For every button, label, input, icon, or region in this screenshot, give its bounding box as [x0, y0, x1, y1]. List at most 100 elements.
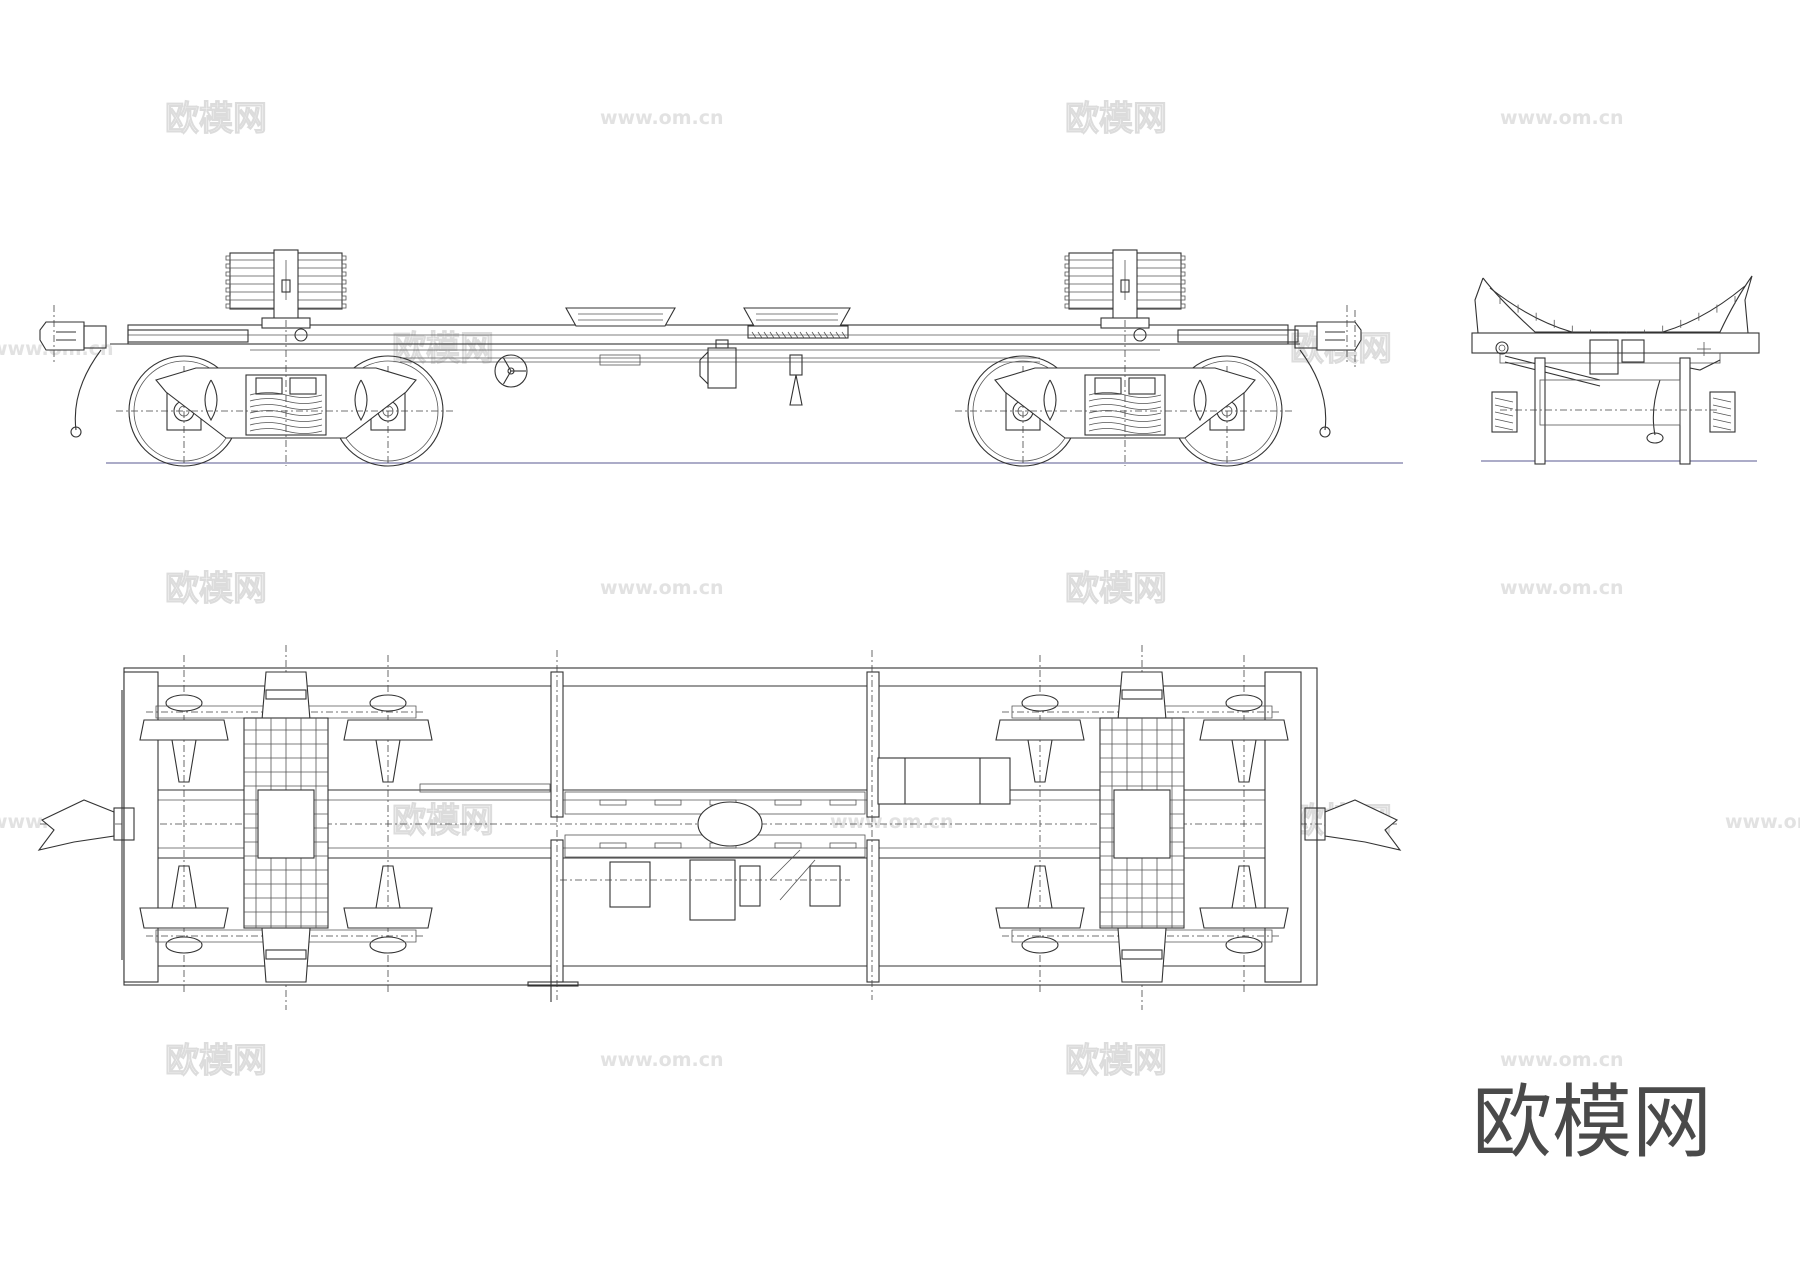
- side-frame: [955, 320, 1295, 466]
- bolt: [341, 263, 347, 269]
- wheel-hub: [171, 865, 197, 909]
- hand-brake-wheel: [494, 354, 528, 388]
- wheel-hub: [1027, 865, 1053, 909]
- axle-box-plan: [1021, 936, 1059, 954]
- axle-box-plan: [165, 936, 203, 954]
- cross-bearer: [866, 839, 880, 983]
- wheel-plan: [139, 865, 229, 954]
- spring-coil: [1494, 425, 1514, 431]
- wheel-rim: [494, 354, 528, 388]
- wedge: [1094, 377, 1122, 395]
- hose-end: [1646, 432, 1664, 444]
- bolt: [225, 295, 231, 301]
- end-beam-box: [1177, 329, 1299, 343]
- cylinder-cap: [715, 339, 729, 349]
- side-frame-plan: [155, 705, 417, 719]
- wheel-hub: [1231, 865, 1257, 909]
- axle-box-plan: [1225, 936, 1263, 954]
- wheel-tread: [343, 719, 433, 741]
- wedge: [1128, 377, 1156, 395]
- hatch: [775, 331, 781, 339]
- bolt: [225, 263, 231, 269]
- end-spring: [1709, 391, 1736, 433]
- hatch: [793, 331, 799, 339]
- bolster-end: [261, 671, 311, 721]
- axle-box-plan: [369, 694, 407, 712]
- brake-shoe: [1043, 379, 1057, 422]
- bolt: [1180, 271, 1186, 277]
- cylinder-body: [707, 347, 737, 389]
- bolster-plan: [243, 671, 329, 983]
- center-plate: [697, 801, 763, 847]
- coupler-head: [1316, 321, 1362, 351]
- end-beam-left: [123, 671, 159, 983]
- spoke: [503, 357, 512, 372]
- wheel-flange-section: [1679, 357, 1691, 465]
- end-beam-lower: [1499, 352, 1721, 364]
- lever: [779, 859, 816, 901]
- brake-valve: [1589, 339, 1619, 375]
- bolt: [1064, 295, 1070, 301]
- wheel-plan: [343, 694, 433, 783]
- coupler: [1294, 305, 1362, 438]
- spring-coil: [1712, 397, 1732, 403]
- spring-coil: [1494, 418, 1514, 424]
- weight-stack: [1064, 249, 1186, 342]
- bolt: [225, 279, 231, 285]
- bolt: [225, 255, 231, 261]
- end-beam-right: [1264, 671, 1302, 983]
- bolt: [225, 271, 231, 277]
- hopper-2: [743, 307, 851, 327]
- bolt: [1064, 255, 1070, 261]
- bolt: [225, 287, 231, 293]
- cylinder-body: [877, 757, 1011, 805]
- hatched-pad: [747, 325, 849, 339]
- watermark-url-text: www.om.cn: [1500, 107, 1624, 129]
- valve-bracket: [809, 865, 841, 907]
- end-elevation-view: [1471, 275, 1760, 465]
- center-bowl: [1113, 789, 1171, 859]
- spring-coil: [1494, 397, 1514, 403]
- air-hose: [74, 349, 102, 431]
- hand-brake-shaft: [527, 981, 579, 987]
- brake-shoe: [354, 379, 368, 422]
- watermark-logo-text: 欧模网: [1065, 1041, 1167, 1081]
- wheel-tread: [139, 907, 229, 929]
- watermark-url-text: www.om.cn: [830, 811, 954, 833]
- hatch: [751, 331, 757, 339]
- bogie-side: [116, 249, 456, 467]
- hatch: [817, 331, 823, 339]
- weight-stack: [225, 249, 347, 342]
- hose-coupling: [70, 426, 82, 438]
- bolt: [341, 271, 347, 277]
- hopper-outline: [743, 307, 851, 327]
- axle-box-plan: [1225, 694, 1263, 712]
- axle-box-plan: [1021, 694, 1059, 712]
- axle-box-plan: [369, 936, 407, 954]
- valve-bracket: [739, 865, 761, 907]
- valve-drain: [789, 374, 803, 406]
- bolt: [341, 255, 347, 261]
- spring-coil: [249, 416, 323, 422]
- bolt: [341, 295, 347, 301]
- brake-cylinder-side: [599, 339, 803, 406]
- watermark-url-text: www.om.cn: [600, 107, 724, 129]
- cradle-outline: [1482, 275, 1753, 334]
- bolt: [1180, 287, 1186, 293]
- wheel-plan: [1199, 865, 1289, 954]
- watermark-url-text: www.om.cn: [1725, 811, 1800, 833]
- spring-box: [1709, 391, 1736, 433]
- hatch: [829, 331, 835, 339]
- brake-rod: [1504, 361, 1601, 387]
- brake-rigging: [560, 849, 850, 921]
- center-bowl: [257, 789, 315, 859]
- bolt: [1064, 279, 1070, 285]
- watermark-logo-text: 欧模网: [165, 569, 267, 609]
- bolster-pad: [265, 689, 307, 700]
- coupler-plan: [1304, 690, 1402, 960]
- end-bolt: [1495, 341, 1509, 355]
- watermark-logo-text: 欧模网: [1065, 99, 1167, 139]
- bolt: [1064, 287, 1070, 293]
- slot: [599, 799, 627, 806]
